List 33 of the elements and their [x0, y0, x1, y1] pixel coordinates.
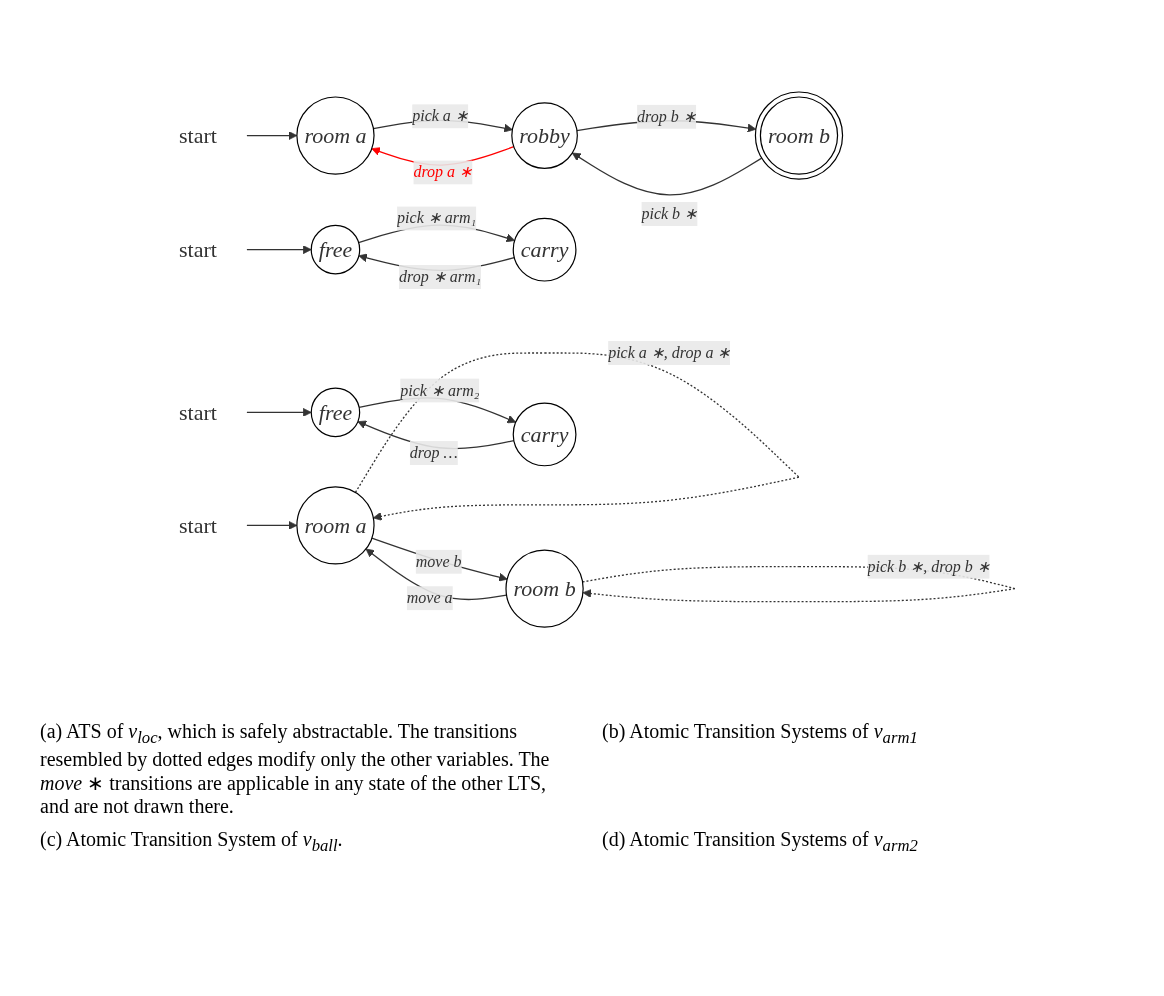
edge-label: pick b ∗, drop b ∗ — [867, 558, 990, 576]
arrow — [371, 537, 508, 582]
figure-caption: (c) Atomic Transition System of v$_{ball}$. — [40, 828, 344, 856]
figure-caption: (b) Atomic Transition Systems of v$_{arm1}$ — [602, 720, 919, 749]
node-circle: free — [310, 225, 361, 275]
edge-label: move a — [406, 589, 453, 607]
edge-label: pick ∗ arm₁ — [397, 209, 477, 227]
edge-label: pick ∗ arm₂ — [400, 381, 480, 399]
node-circle: carry — [512, 218, 577, 282]
node-circle: room a — [296, 486, 375, 565]
node-circle: free — [310, 388, 361, 438]
arrow — [246, 408, 312, 418]
edge-label: pick a ∗ — [412, 107, 468, 125]
edge-label: drop a ∗ — [413, 163, 473, 181]
node-text: start — [179, 237, 217, 263]
node-circle: robby — [511, 102, 578, 170]
edge-label: drop … — [409, 444, 458, 462]
node-circle: room b — [505, 549, 584, 629]
figure-caption: (d) Atomic Transition Systems of v$_{arm2}$ — [602, 828, 919, 856]
node-circle: room b — [754, 91, 844, 181]
node-text: start — [179, 400, 217, 426]
arrow — [246, 245, 312, 255]
node-text: start — [179, 513, 217, 539]
edge-label: pick a ∗, drop a ∗ — [608, 344, 731, 362]
edge-label: pick b ∗ — [641, 205, 698, 223]
node-text: start — [179, 123, 217, 149]
edge-label: drop ∗ arm₁ — [399, 268, 482, 286]
node-circle: room a — [296, 96, 375, 176]
figure-caption: (a) ATS of v$_{loc}$, which is safely abstractable. The transitions resembled by dotted edges modify only the other variables. The move ∗ transitions are applicable in any state of the other LTS, and are not drawn there. — [40, 720, 551, 818]
edge-label: drop b ∗ — [637, 108, 696, 126]
arrow — [571, 153, 763, 196]
node-circle: carry — [512, 402, 577, 467]
edge-label: move b — [415, 553, 462, 571]
